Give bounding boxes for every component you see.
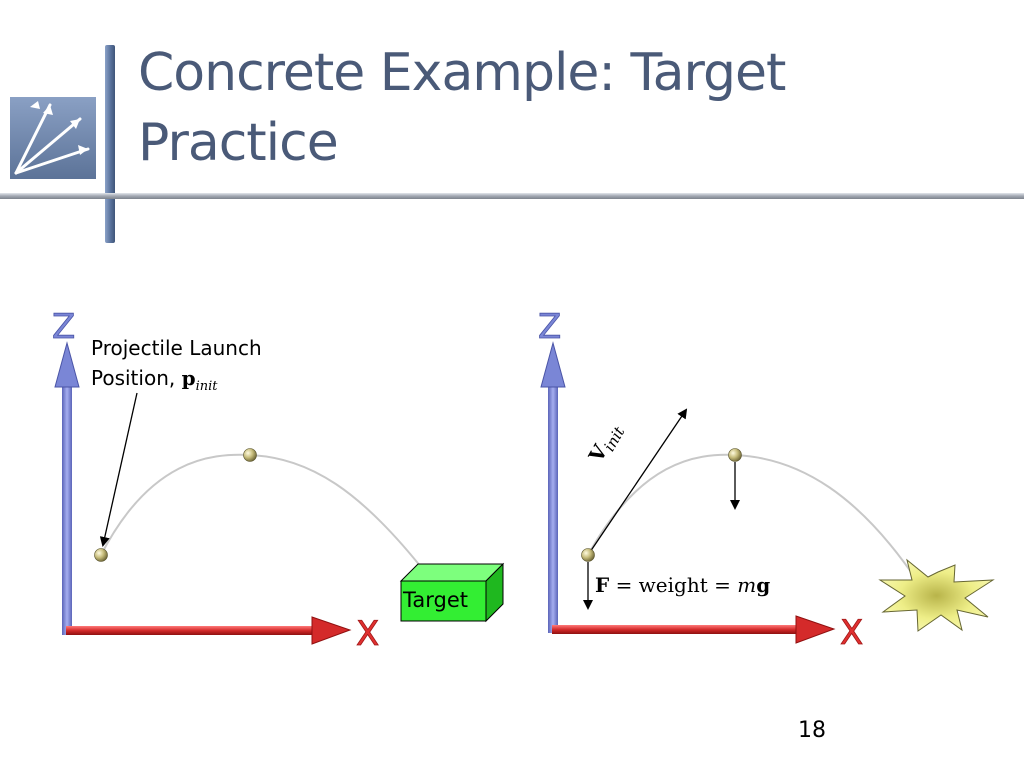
trajectory-left	[100, 453, 426, 573]
left-diagram: Z X	[52, 307, 505, 654]
x-label-right: X	[840, 613, 863, 653]
title-accent-bar	[105, 45, 115, 243]
z-axis-left	[54, 341, 80, 635]
slide-number: 18	[798, 718, 826, 743]
launch-pointer-arrow	[99, 392, 138, 547]
launch-label-line-2: Position, pinit	[91, 363, 262, 402]
impact-star	[878, 558, 995, 632]
apex-ball-right	[728, 448, 742, 462]
title-line-1: Concrete Example: Target	[138, 43, 786, 103]
z-label-right: Z	[538, 307, 561, 347]
force-equation-label: F = weight = mg	[595, 573, 770, 597]
z-label-left: Z	[52, 307, 75, 347]
launch-subscript: init	[195, 379, 218, 394]
launch-ball-right	[581, 548, 595, 562]
apex-ball-left	[243, 448, 257, 462]
launch-ball	[94, 548, 108, 562]
right-diagram: Z X	[538, 307, 995, 653]
force-mass: m	[737, 573, 757, 597]
force-symbol: F	[595, 573, 610, 597]
target-box	[399, 562, 505, 623]
title-divider	[0, 193, 1024, 199]
trajectory-right	[587, 453, 921, 586]
arrows-logo-icon	[10, 97, 96, 179]
target-label: Target	[403, 588, 468, 612]
z-axis-right	[540, 341, 566, 633]
velocity-arrow	[587, 408, 688, 556]
x-axis-left	[66, 616, 352, 645]
force-text: = weight =	[615, 573, 731, 597]
title-line-2: Practice	[138, 113, 339, 173]
force-gravity: g	[756, 573, 771, 597]
x-axis-right	[552, 615, 836, 644]
slide-title: Concrete Example: Target Practice	[138, 38, 998, 178]
launch-symbol: p	[181, 366, 196, 390]
launch-label-line-1: Projectile Launch	[91, 336, 262, 360]
launch-position-label: Projectile Launch Position, pinit	[91, 333, 262, 402]
launch-label-text: Position,	[91, 366, 176, 390]
x-label-left: X	[356, 614, 379, 654]
